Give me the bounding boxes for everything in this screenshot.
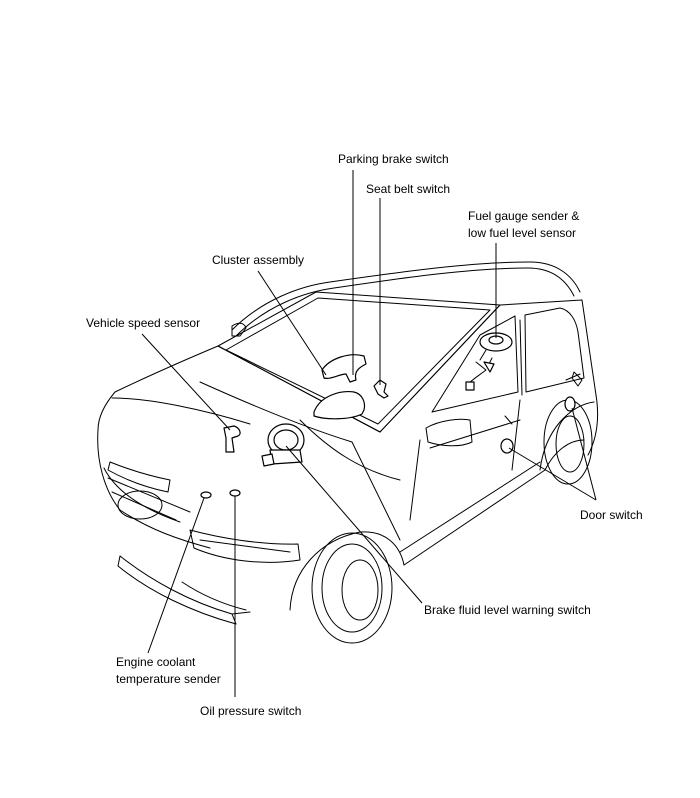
- label-parking-brake-switch: Parking brake switch: [338, 152, 449, 166]
- label-oil-pressure-switch: Oil pressure switch: [200, 704, 301, 718]
- door-switch-rear-part: [564, 396, 576, 412]
- label-fuel-gauge-sender-line1: Fuel gauge sender &: [468, 209, 579, 223]
- seat-belt-switch-part: [373, 379, 389, 399]
- car-outline: [97, 261, 599, 644]
- vehicle-speed-sensor-part: [223, 425, 241, 453]
- label-fuel-gauge-sender-line2: low fuel level sensor: [468, 226, 576, 240]
- label-seat-belt-switch: Seat belt switch: [366, 182, 450, 196]
- label-vehicle-speed-sensor: Vehicle speed sensor: [86, 316, 200, 330]
- label-engine-coolant-line2: temperature sender: [116, 672, 221, 686]
- oil-pressure-switch-part: [229, 489, 241, 497]
- component-parts: [200, 332, 576, 499]
- label-engine-coolant-line1: Engine coolant: [116, 655, 196, 669]
- leader-lines: [141, 170, 597, 697]
- label-door-switch: Door switch: [580, 508, 643, 522]
- door-switch-front-part: [500, 438, 514, 454]
- coolant-temp-sender-part: [200, 491, 212, 499]
- label-cluster-assembly: Cluster assembly: [212, 253, 304, 267]
- labels: Parking brake switch Seat belt switch Fu…: [86, 152, 643, 718]
- parking-brake-switch-part: [321, 354, 367, 383]
- label-brake-fluid-level-warning-switch: Brake fluid level warning switch: [424, 603, 591, 617]
- cluster-assembly-part: [313, 391, 366, 420]
